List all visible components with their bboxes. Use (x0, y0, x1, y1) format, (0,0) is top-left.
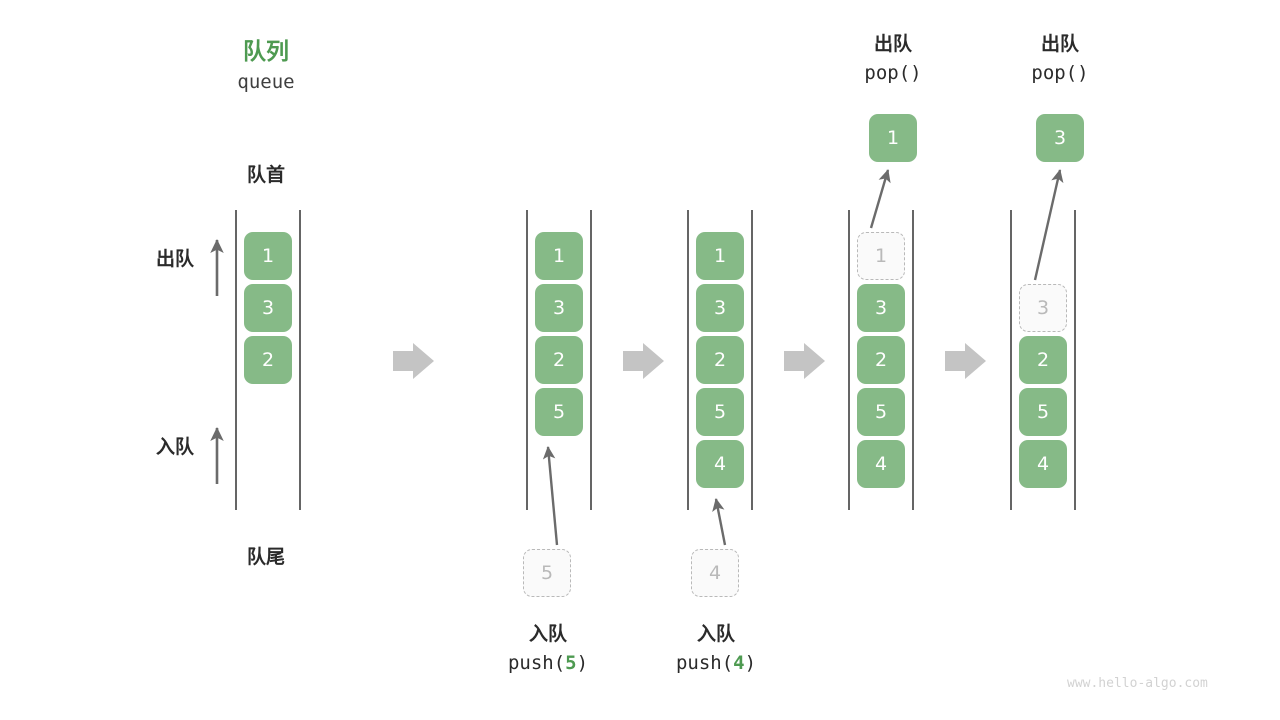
queue-cell: 2 (244, 336, 292, 384)
queue-cell: 2 (535, 336, 583, 384)
queue-cell: 4 (1019, 440, 1067, 488)
push-caption-5-cn: 入队 (528, 623, 567, 645)
push-caption-4-code: push(4) (631, 649, 801, 678)
pop-caption-1-cn: 出队 (873, 33, 912, 55)
step-arrow-2 (623, 343, 664, 379)
pop-connector-1 (869, 169, 891, 229)
queue-cell: 5 (535, 388, 583, 436)
queue-cell: 2 (1019, 336, 1067, 384)
pop-caption-1: 出队 pop() (808, 30, 978, 88)
queue-cell: 1 (535, 232, 583, 280)
label-enqueue: 入队 (155, 436, 194, 458)
pop-result-cell: 1 (869, 114, 917, 162)
pop-connector-3 (1033, 169, 1064, 281)
queue-cell: 1 (696, 232, 744, 280)
page-title-cn: 队列 (243, 39, 289, 65)
label-front: 队首 (246, 164, 285, 186)
pop-caption-3-cn: 出队 (1040, 33, 1079, 55)
push-connector-5 (542, 446, 559, 546)
queue-cell: 5 (857, 388, 905, 436)
queue-rails (235, 210, 1076, 510)
push-caption-4: 入队 push(4) (631, 620, 801, 678)
push-5-code-suffix: ) (576, 651, 589, 674)
queue-cell: 5 (696, 388, 744, 436)
queue-cell: 1 (244, 232, 292, 280)
label-back: 队尾 (246, 546, 285, 568)
push-source-cell: 5 (523, 549, 571, 597)
push-5-code-prefix: push( (507, 651, 566, 674)
push-4-code-prefix: push( (675, 651, 734, 674)
watermark: www.hello-algo.com (1067, 676, 1208, 691)
pop-2-code-prefix: pop( (1031, 61, 1078, 84)
queue-cell: 2 (696, 336, 744, 384)
page-title-en: queue (237, 71, 295, 93)
label-dequeue: 出队 (155, 248, 194, 270)
queue-cell: 3 (696, 284, 744, 332)
queue-cell: 5 (1019, 388, 1067, 436)
push-4-code-value: 4 (733, 651, 745, 674)
queue-cell: 3 (535, 284, 583, 332)
pop-caption-1-code: pop() (808, 59, 978, 88)
push-5-code-value: 5 (565, 651, 577, 674)
queue-cell-ghost: 1 (857, 232, 905, 280)
queue-cell: 2 (857, 336, 905, 384)
pop-caption-3: 出队 pop() (975, 30, 1145, 88)
push-caption-5-code: push(5) (463, 649, 633, 678)
queue-cell: 4 (857, 440, 905, 488)
push-caption-5: 入队 push(5) (463, 620, 633, 678)
pop-2-code-suffix: ) (1077, 61, 1089, 84)
step-arrow-4 (945, 343, 986, 379)
step-arrow-1 (393, 343, 434, 379)
push-4-code-suffix: ) (744, 651, 757, 674)
push-source-cell: 4 (691, 549, 739, 597)
push-caption-4-cn: 入队 (696, 623, 735, 645)
pop-result-cell: 3 (1036, 114, 1084, 162)
push-connector-4 (712, 498, 727, 546)
queue-cell: 3 (244, 284, 292, 332)
pop-caption-3-code: pop() (975, 59, 1145, 88)
step-arrow-3 (784, 343, 825, 379)
queue-cell-ghost: 3 (1019, 284, 1067, 332)
queue-cell: 4 (696, 440, 744, 488)
queue-cell: 3 (857, 284, 905, 332)
pop-1-code-suffix: ) (910, 61, 922, 84)
pop-1-code-prefix: pop( (864, 61, 911, 84)
